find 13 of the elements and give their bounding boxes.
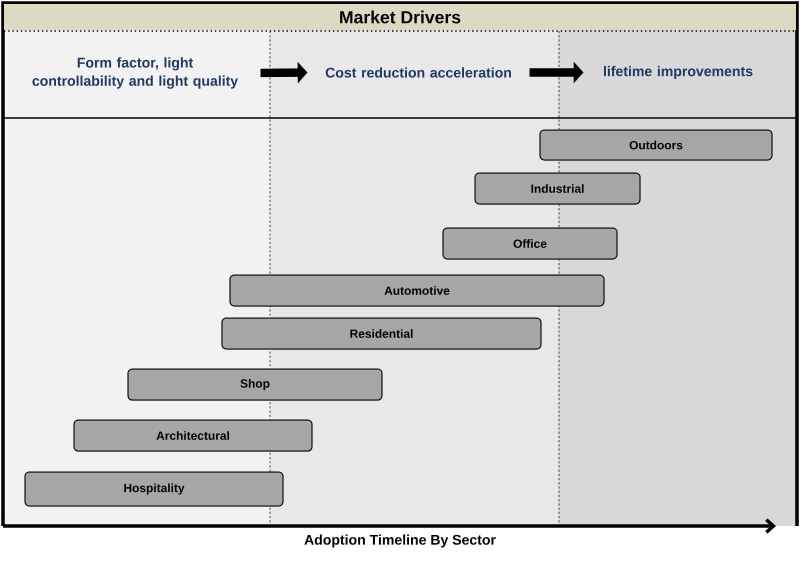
header-band: Market Drivers bbox=[4, 4, 796, 30]
sector-bar: Shop bbox=[127, 368, 383, 401]
sector-bar: Automotive bbox=[229, 274, 605, 307]
sector-bar: Residential bbox=[221, 317, 542, 350]
axis-label: Adoption Timeline By Sector bbox=[304, 534, 496, 548]
sector-bar: Industrial bbox=[474, 172, 641, 205]
sector-bar: Office bbox=[442, 227, 618, 260]
sector-bar: Architectural bbox=[73, 419, 313, 452]
driver-text: lifetime improvements bbox=[604, 66, 752, 80]
sector-bar: Hospitality bbox=[24, 471, 284, 507]
driver-text: Cost reduction acceleration bbox=[326, 67, 511, 78]
driver-text: Form factor, light controllability and light quality bbox=[32, 57, 238, 89]
sector-bar: Outdoors bbox=[539, 129, 773, 161]
